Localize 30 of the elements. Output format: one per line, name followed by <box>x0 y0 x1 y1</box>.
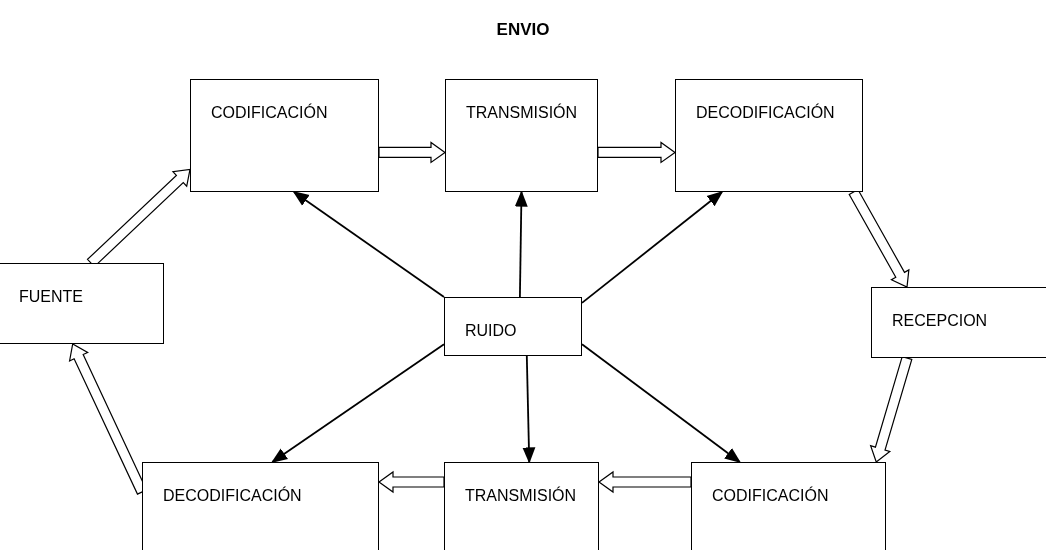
box-label: DECODIFICACIÓN <box>163 487 302 505</box>
block-arrow <box>597 141 677 164</box>
block-arrow <box>377 470 445 494</box>
process-box <box>691 462 886 550</box>
process-box <box>871 287 1046 358</box>
arrow <box>581 191 724 304</box>
box-label: TRANSMISIÓN <box>466 104 578 122</box>
arrow <box>271 343 445 463</box>
process-box <box>142 462 379 550</box>
block-arrow <box>378 141 447 164</box>
box-label: FUENTE <box>19 288 83 306</box>
box-label: TRANSMISIÓN <box>465 487 577 505</box>
process-box <box>675 79 863 192</box>
arrow <box>292 191 445 298</box>
process-box <box>190 79 379 192</box>
process-box <box>0 263 164 344</box>
box-label: RUIDO <box>465 322 517 340</box>
process-box <box>444 462 599 550</box>
box-label: CODIFICACIÓN <box>712 487 829 505</box>
box-label: RECEPCION <box>892 312 988 330</box>
process-box <box>444 297 582 356</box>
diagram-title: ENVIO <box>496 20 550 39</box>
arrow <box>514 190 528 298</box>
box-label: DECODIFICACIÓN <box>696 104 835 122</box>
process-box <box>445 79 598 192</box>
block-arrow <box>869 355 913 463</box>
arrow <box>522 355 536 464</box>
arrow <box>581 343 742 463</box>
box-label: CODIFICACIÓN <box>211 104 328 122</box>
block-arrow <box>597 470 692 494</box>
